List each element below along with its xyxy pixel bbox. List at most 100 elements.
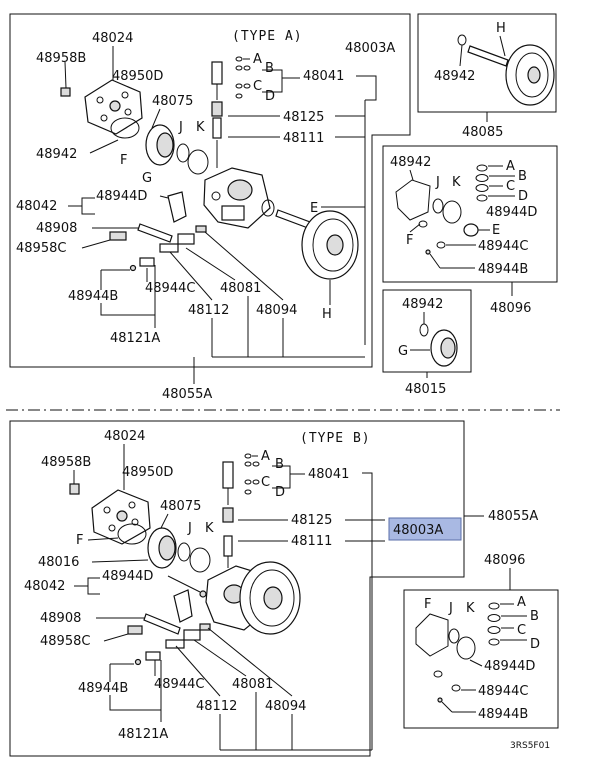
- spring-48111-b: [223, 535, 233, 557]
- inset-kit-48096: 48942 J K A B C D 48944D F E 48944C: [382, 145, 558, 316]
- b-label-48081: 48081: [232, 677, 273, 692]
- b-label-48958b: 48958B: [41, 455, 91, 470]
- inset-kit-label-d: D: [518, 189, 528, 204]
- label-48121a: 48121A: [110, 331, 160, 346]
- label-48041: 48041: [303, 69, 344, 84]
- highlight-48003a[interactable]: [388, 517, 462, 541]
- b-inset-label-f: F: [424, 597, 431, 612]
- bracket-48042: [167, 191, 187, 223]
- label-k: K: [196, 120, 205, 135]
- label-48944d: 48944D: [96, 189, 147, 204]
- b-label-48042: 48042: [24, 579, 65, 594]
- inset-kit-label-b: B: [518, 169, 527, 184]
- b-inset-label-j: J: [448, 601, 453, 616]
- label-48075: 48075: [152, 94, 193, 109]
- b-label-48125: 48125: [291, 513, 332, 528]
- inset-kit-label-48944d: 48944D: [486, 205, 537, 220]
- label-48024: 48024: [92, 31, 133, 46]
- b-label-48024: 48024: [104, 429, 145, 444]
- b-label-k: K: [205, 521, 214, 536]
- inset-kit-label-f: F: [406, 233, 413, 248]
- b-inset-label-c: C: [517, 623, 526, 638]
- type-b-frame: [9, 420, 465, 757]
- b-label-48121a: 48121A: [118, 727, 168, 742]
- inset-kit-label-e: E: [492, 223, 500, 238]
- bolt-48958c: [109, 231, 127, 241]
- b-inset-label-48944c: 48944C: [478, 684, 528, 699]
- b-label-48003a[interactable]: 48003A: [393, 523, 443, 538]
- b-label-48112: 48112: [196, 699, 237, 714]
- valve-assembly: [129, 225, 207, 272]
- inset-kit-48096-b: 48096 F J K A B C D 48944D 48944C: [403, 553, 559, 729]
- label-48944b: 48944B: [68, 289, 118, 304]
- bolt-48908: [137, 223, 173, 243]
- inset-kit-label-j: J: [435, 175, 440, 190]
- inset-kit-label-48942: 48942: [390, 155, 431, 170]
- label-48081: 48081: [220, 281, 261, 296]
- ring-j: [176, 143, 190, 163]
- b-label-a: A: [261, 449, 270, 464]
- label-48094: 48094: [256, 303, 297, 318]
- b-inset-label-k: K: [466, 601, 475, 616]
- inset-cart-label-g: G: [398, 344, 408, 359]
- b-label-c: C: [261, 475, 270, 490]
- inset-pulley-label-48085: 48085: [462, 125, 503, 140]
- type-b-section: (TYPE B) 48024 48958B 48950D 48075 F J K…: [9, 420, 559, 757]
- bolt-48958b: [60, 87, 71, 97]
- label-48958b: 48958B: [36, 51, 86, 66]
- label-48055a: 48055A: [162, 387, 212, 402]
- connector-fitting: [211, 61, 223, 85]
- ring-j-b: [177, 542, 191, 562]
- inset-kit-label-48944b: 48944B: [478, 262, 528, 277]
- b-label-j: J: [187, 521, 192, 536]
- bracket-48121a: [100, 265, 156, 316]
- label-48111: 48111: [283, 131, 324, 146]
- b-label-48944d: 48944D: [102, 569, 153, 584]
- label-e: E: [310, 201, 318, 216]
- label-48950d: 48950D: [112, 69, 163, 84]
- label-d: D: [265, 89, 275, 104]
- b-label-48944c: 48944C: [154, 677, 204, 692]
- b-label-48944b: 48944B: [78, 681, 128, 696]
- inset-cartridge-48015: 48942 G 48015: [382, 289, 472, 397]
- label-g: G: [142, 171, 152, 186]
- b-label-48016: 48016: [38, 555, 79, 570]
- seal-stack-a-d-b: [244, 453, 260, 495]
- inset-kit-label-a: A: [506, 159, 515, 174]
- type-a-title: (TYPE A): [232, 29, 303, 44]
- pump-body-b: [205, 561, 301, 635]
- valve-assembly-b: [134, 623, 211, 666]
- label-48908: 48908: [36, 221, 77, 236]
- label-h: H: [322, 307, 332, 322]
- b-inset-label-d: D: [530, 637, 540, 652]
- inset-pulley-48085: 48942 H 48085: [417, 13, 557, 140]
- label-f: F: [120, 153, 127, 168]
- b-inset-label-b: B: [530, 609, 539, 624]
- cover-plate: [84, 79, 143, 135]
- ring-e: [261, 199, 275, 217]
- inset-cart-label-48015: 48015: [405, 382, 446, 397]
- b-label-f: F: [76, 533, 83, 548]
- b-label-48041: 48041: [308, 467, 349, 482]
- label-48942: 48942: [36, 147, 77, 162]
- b-label-48055a: 48055A: [488, 509, 538, 524]
- bracket-48042-b: [173, 589, 193, 623]
- inset-pulley-label-48942: 48942: [434, 69, 475, 84]
- label-a: A: [253, 52, 262, 67]
- label-b: B: [265, 61, 274, 76]
- ring-k-b: [189, 547, 211, 573]
- b-label-48950d: 48950D: [122, 465, 173, 480]
- label-48958c: 48958C: [16, 241, 66, 256]
- figure-code: 3RS5F01: [510, 741, 550, 751]
- type-b-title: (TYPE B): [300, 431, 371, 446]
- spring-48111: [212, 117, 222, 139]
- inset-kit-label-c: C: [506, 179, 515, 194]
- connector-fitting-b: [222, 461, 234, 489]
- inset-kit-label-48944c: 48944C: [478, 239, 528, 254]
- pump-body: [203, 167, 271, 229]
- b-inset-label-48944d: 48944D: [484, 659, 535, 674]
- bracket-48121a-b: [109, 660, 162, 711]
- label-48003a: 48003A: [345, 41, 395, 56]
- gasket-f: [110, 117, 140, 139]
- b-label-48075: 48075: [160, 499, 201, 514]
